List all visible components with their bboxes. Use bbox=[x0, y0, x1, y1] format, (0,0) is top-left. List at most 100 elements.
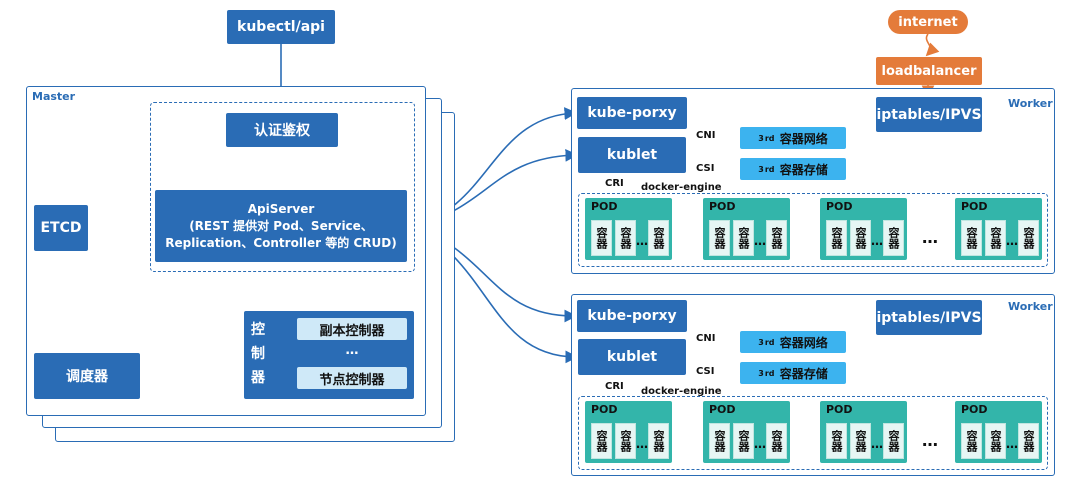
pod-label: POD bbox=[709, 200, 736, 213]
container-ellipsis: … bbox=[754, 437, 766, 451]
container-ellipsis: … bbox=[1006, 234, 1018, 248]
container-ellipsis: … bbox=[871, 437, 883, 451]
storage-text-1: 容器存储 bbox=[779, 162, 828, 177]
container-3: 容器 bbox=[1018, 220, 1039, 256]
apiserver-desc-2: Replication、Controller 等的 CRUD) bbox=[165, 235, 397, 250]
pod-region-2 bbox=[578, 396, 1048, 470]
container-3: 容器 bbox=[766, 423, 787, 459]
container-1: 容器 bbox=[709, 423, 730, 459]
iptables-box-1: iptables/IPVS bbox=[876, 97, 982, 132]
pod-label: POD bbox=[826, 200, 853, 213]
kube-proxy-box-2: kube-porxy bbox=[577, 300, 687, 332]
kubelet-box-1: kublet bbox=[578, 137, 686, 173]
cri-label-2: CRI bbox=[605, 381, 624, 392]
apiserver-title: ApiServer bbox=[247, 201, 315, 216]
csi-label-2: CSI bbox=[696, 366, 715, 377]
container-3: 容器 bbox=[766, 220, 787, 256]
container-1: 容器 bbox=[826, 423, 847, 459]
container-3: 容器 bbox=[1018, 423, 1039, 459]
container-2: 容器 bbox=[850, 423, 871, 459]
pod-label: POD bbox=[591, 200, 618, 213]
loadbalancer-box: loadbalancer bbox=[876, 57, 982, 85]
pod-label: POD bbox=[591, 403, 618, 416]
cni-label-1: CNI bbox=[696, 130, 716, 141]
container-2: 容器 bbox=[850, 220, 871, 256]
container-ellipsis: … bbox=[636, 234, 648, 248]
container-2: 容器 bbox=[615, 220, 636, 256]
kube-proxy-box-1: kube-porxy bbox=[577, 97, 687, 129]
replica-controller: 副本控制器 bbox=[297, 318, 407, 340]
worker-label-1: Worker bbox=[1008, 97, 1053, 110]
apiserver-box: ApiServer (REST 提供对 Pod、Service、 Replica… bbox=[155, 190, 407, 262]
container-3: 容器 bbox=[648, 220, 669, 256]
container-ellipsis: … bbox=[636, 437, 648, 451]
worker-label-2: Worker bbox=[1008, 300, 1053, 313]
container-2: 容器 bbox=[985, 423, 1006, 459]
kubelet-box-2: kublet bbox=[578, 339, 686, 375]
docker-engine-label-1: docker-engine bbox=[641, 182, 722, 193]
container-ellipsis: … bbox=[1006, 437, 1018, 451]
apiserver-region bbox=[150, 102, 415, 272]
network-sup-1: 3 bbox=[758, 133, 764, 143]
network-suffix-1: rd bbox=[764, 133, 775, 143]
csi-label-1: CSI bbox=[696, 163, 715, 174]
storage-suffix-1: rd bbox=[764, 164, 775, 174]
container-1: 容器 bbox=[961, 220, 982, 256]
docker-engine-label-2: docker-engine bbox=[641, 386, 722, 397]
pod-ellipsis-1: … bbox=[922, 228, 938, 247]
auth-box: 认证鉴权 bbox=[226, 113, 338, 147]
scheduler-box: 调度器 bbox=[34, 353, 140, 399]
pod-label: POD bbox=[961, 403, 988, 416]
pod-region-1 bbox=[578, 193, 1048, 267]
container-1: 容器 bbox=[591, 423, 612, 459]
network-sup-2: 3 bbox=[758, 337, 764, 347]
pod-label: POD bbox=[709, 403, 736, 416]
container-2: 容器 bbox=[733, 220, 754, 256]
container-ellipsis: … bbox=[871, 234, 883, 248]
container-2: 容器 bbox=[985, 220, 1006, 256]
kubectl-api-box: kubectl/api bbox=[227, 10, 335, 44]
network-text-1: 容器网络 bbox=[779, 131, 828, 146]
container-3: 容器 bbox=[883, 423, 904, 459]
controller-ellipsis: … bbox=[345, 343, 359, 358]
container-2: 容器 bbox=[615, 423, 636, 459]
cri-label-1: CRI bbox=[605, 178, 624, 189]
container-3: 容器 bbox=[883, 220, 904, 256]
container-ellipsis: … bbox=[754, 234, 766, 248]
network-text-2: 容器网络 bbox=[779, 335, 828, 350]
storage-suffix-2: rd bbox=[764, 368, 775, 378]
iptables-box-2: iptables/IPVS bbox=[876, 300, 982, 335]
node-controller: 节点控制器 bbox=[297, 367, 407, 389]
cni-label-2: CNI bbox=[696, 333, 716, 344]
container-2: 容器 bbox=[733, 423, 754, 459]
apiserver-desc-1: (REST 提供对 Pod、Service、 bbox=[189, 218, 373, 233]
storage-text-2: 容器存储 bbox=[779, 366, 828, 381]
container-3: 容器 bbox=[648, 423, 669, 459]
etcd-box: ETCD bbox=[34, 205, 88, 251]
container-1: 容器 bbox=[961, 423, 982, 459]
internet-cloud: internet bbox=[888, 10, 968, 34]
network-suffix-2: rd bbox=[764, 337, 775, 347]
controller-label: 控制器 bbox=[251, 322, 265, 386]
storage-sup-2: 3 bbox=[758, 368, 764, 378]
master-label: Master bbox=[32, 90, 76, 103]
container-1: 容器 bbox=[709, 220, 730, 256]
pod-ellipsis-2: … bbox=[922, 431, 938, 450]
container-1: 容器 bbox=[826, 220, 847, 256]
arrow-internet-loadbalancer bbox=[925, 33, 940, 57]
container-1: 容器 bbox=[591, 220, 612, 256]
storage-sup-1: 3 bbox=[758, 164, 764, 174]
